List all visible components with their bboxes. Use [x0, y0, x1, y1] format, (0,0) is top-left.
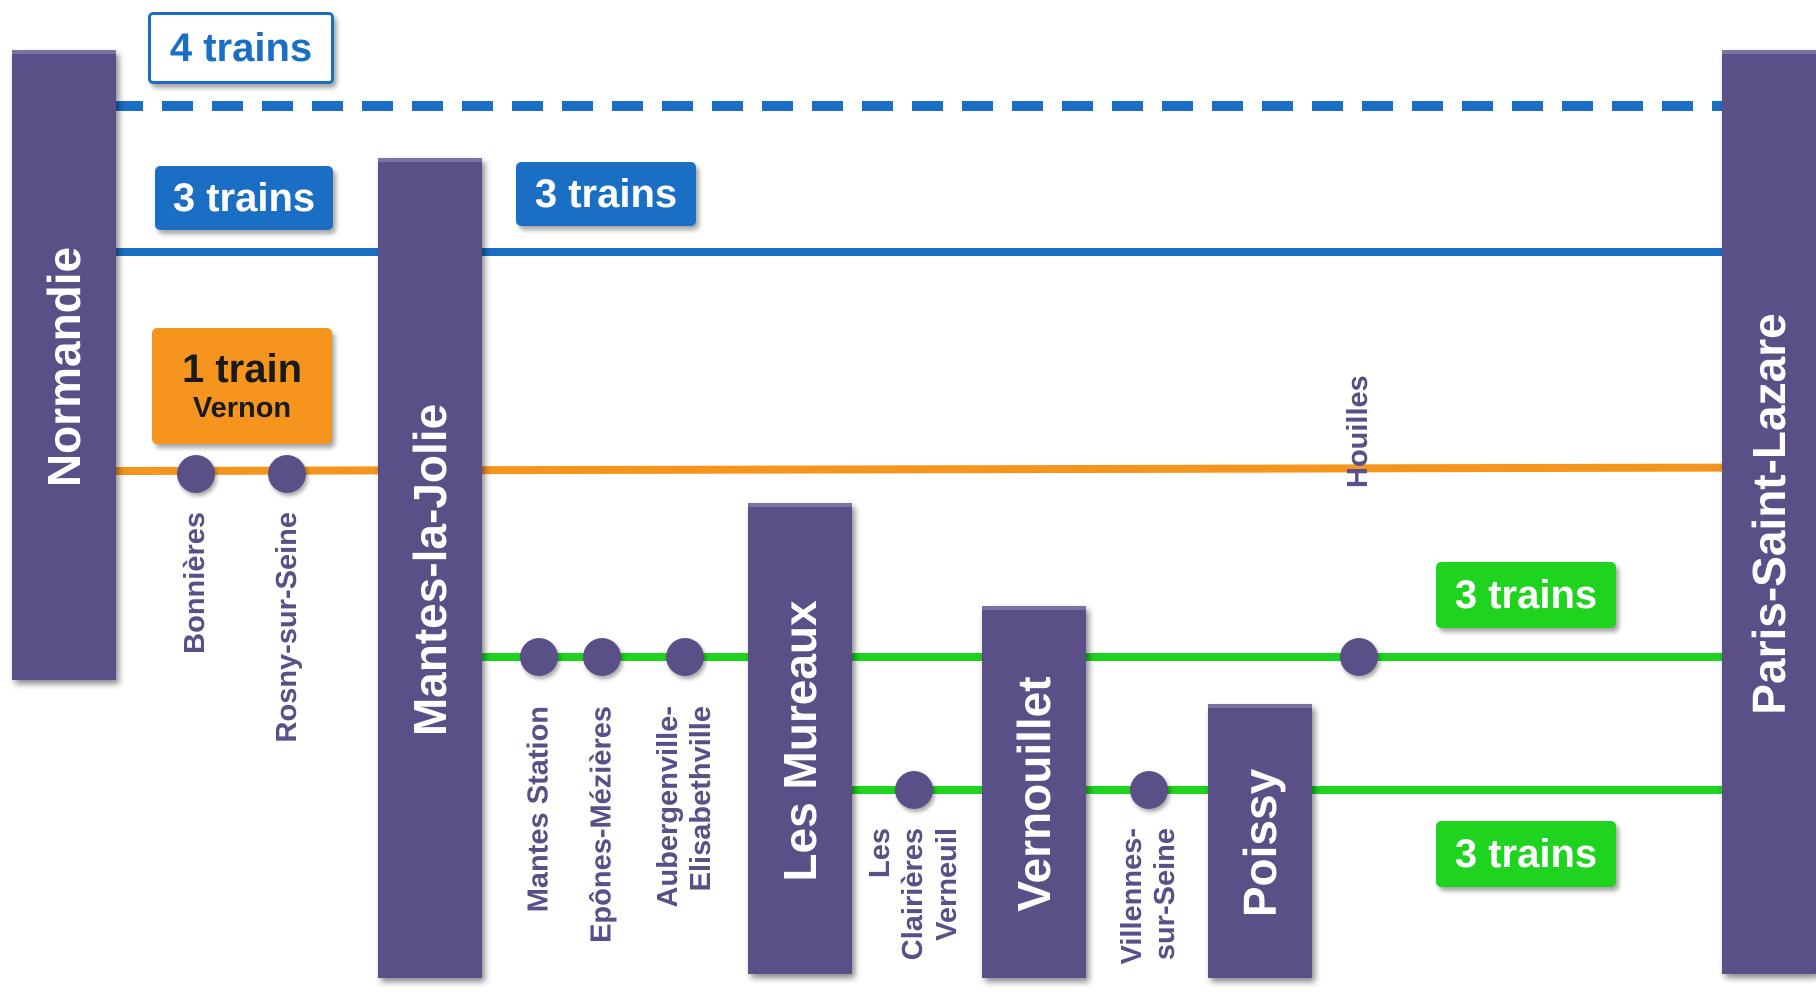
station-les-mureaux: Les Mureaux	[748, 503, 852, 974]
station-normandie: Normandie	[12, 50, 116, 680]
stop-bonnieres-label: Bonnières	[179, 512, 212, 654]
stop-villennes-label: Villennes- sur-Seine	[1115, 828, 1181, 965]
dashed-line-badge: 4 trains	[148, 12, 334, 84]
station-label: Les Mureaux	[774, 599, 826, 882]
stop-rosny-dot	[268, 455, 306, 493]
stop-aubergenville-dot	[666, 638, 704, 676]
station-label: Paris-Saint-Lazare	[1743, 313, 1795, 715]
orange-line	[111, 463, 1723, 475]
station-vernouillet: Vernouillet	[982, 606, 1086, 978]
stop-villennes-dot	[1130, 771, 1168, 809]
orange-badge-count: 1 train	[181, 346, 303, 391]
green-lower-badge: 3 trains	[1436, 821, 1616, 887]
station-paris-saint-lazare: Paris-Saint-Lazare	[1722, 50, 1816, 974]
stop-rosny-label: Rosny-sur-Seine	[270, 512, 303, 743]
green-line-upper	[480, 653, 1722, 661]
stop-mantes-station-label: Mantes Station	[522, 706, 555, 913]
station-mantes-la-jolie: Mantes-la-Jolie	[378, 158, 482, 978]
station-label: Vernouillet	[1008, 676, 1060, 912]
orange-badge-via: Vernon	[192, 391, 292, 424]
blue-line	[112, 248, 1722, 256]
stop-mantes-station-dot	[520, 638, 558, 676]
station-poissy: Poissy	[1208, 704, 1312, 978]
green-upper-badge: 3 trains	[1436, 562, 1616, 628]
blue-line-right-badge: 3 trains	[516, 162, 696, 226]
stop-houilles-label: Houilles	[1342, 375, 1375, 488]
stop-epones-dot	[583, 638, 621, 676]
stop-bonnieres-dot	[177, 455, 215, 493]
blue-line-left-badge: 3 trains	[155, 166, 333, 230]
station-label: Mantes-la-Jolie	[404, 403, 456, 737]
stop-houilles-dot	[1340, 638, 1378, 676]
stop-epones-label: Epônes-Mézières	[585, 706, 618, 943]
stop-aubergenville-label: Aubergenville- Elisabethville	[651, 706, 717, 908]
dashed-blue-line	[112, 101, 1722, 111]
stop-clairieres-label: Les Clairières Verneuil	[863, 828, 963, 961]
station-label: Normandie	[38, 246, 90, 488]
station-label: Poissy	[1234, 768, 1286, 918]
stop-clairieres-dot	[895, 771, 933, 809]
orange-line-badge: 1 train Vernon	[152, 328, 332, 444]
